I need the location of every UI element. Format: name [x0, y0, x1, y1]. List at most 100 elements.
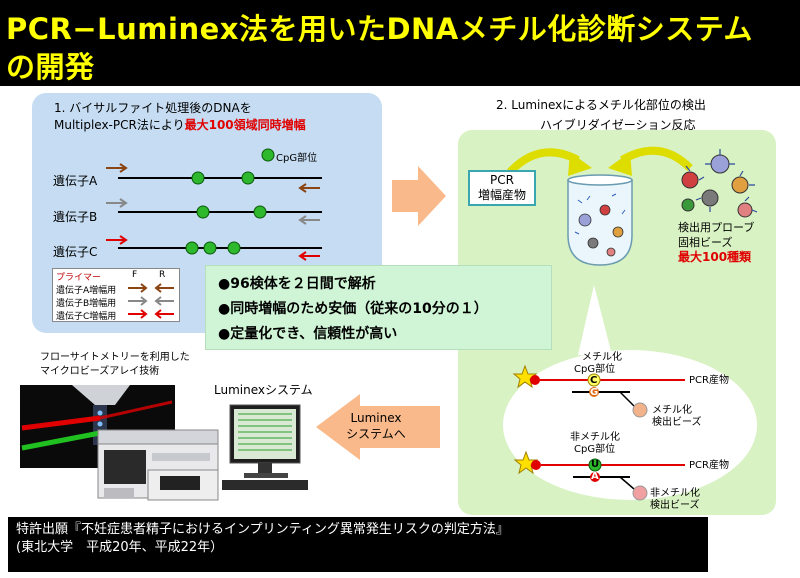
methyl-bead-label-line2: 検出ビーズ: [652, 417, 702, 428]
gene-a-label: 遺伝子A: [53, 174, 98, 188]
bubble-tail: [578, 285, 612, 355]
flow-nozzle: [72, 385, 130, 405]
flow-caption: フローサイトメトリーを利用した マイクロビーズアレイ技術: [40, 351, 190, 379]
patent-line1: 特許出願『不妊症患者精子におけるインプリンティング異常発生リスクの判定方法』: [16, 522, 509, 537]
probe-beads-icon: [681, 149, 758, 218]
cpg-site: [185, 241, 199, 255]
methyl-cpg-label-line2: CpG部位: [574, 364, 616, 375]
gene-c-forward-primer: [106, 235, 128, 245]
legend-col-f: F: [132, 270, 138, 280]
cpg-site: [191, 171, 205, 185]
letter-u: U: [591, 459, 600, 470]
probe-line1: 検出用プローブ: [678, 221, 755, 234]
patent-line2: (東北大学 平成20年、平成22年）: [16, 540, 224, 555]
pcr-box-line2: 増幅産物: [477, 188, 526, 202]
patent-note: 特許出願『不妊症患者精子におけるインプリンティング異常発生リスクの判定方法』 (…: [8, 517, 708, 572]
green-laser-beam: [21, 430, 101, 451]
methyl-detection-bead-icon: [632, 402, 648, 418]
probe-linker-unmethyl: [619, 476, 635, 490]
panel1-heading: 1. バイサルファイト処理後のDNAを Multiplex-PCR法により最大1…: [54, 100, 306, 134]
unmethyl-cpg-label-line1: 非メチル化: [570, 432, 620, 443]
page-title-line2: の開発: [6, 50, 95, 84]
legend-c-reverse-arrow: [154, 309, 174, 319]
feature-item-1: ●96検体を２日間で解析: [218, 276, 376, 292]
legend-a-forward-arrow: [128, 283, 148, 293]
probe-site-methyl: [589, 387, 599, 397]
pcr-product-box: PCR 増幅産物: [468, 170, 536, 206]
test-tube-rim: [567, 174, 633, 186]
legend-row-c: 遺伝子C増幅用: [56, 312, 117, 322]
legend-title: プライマー: [56, 273, 102, 283]
cpg-site: [241, 171, 255, 185]
gene-b-forward-primer: [106, 198, 128, 208]
pcr-product-label-2: PCR産物: [689, 460, 729, 471]
gene-c-reverse-primer: [298, 251, 320, 261]
letter-a: A: [591, 471, 599, 482]
methyl-cpg-label-line1: メチル化: [582, 352, 622, 363]
letter-c: C: [590, 375, 598, 386]
legend-b-forward-arrow: [128, 296, 148, 306]
legend-row-a: 遺伝子A増幅用: [56, 286, 117, 296]
curved-arrow-right: [619, 146, 693, 171]
luminex-instrument-icon: [97, 429, 219, 501]
unmethyl-detection-bead-icon: [632, 485, 648, 501]
gene-b-reverse-primer: [298, 215, 320, 225]
probe-bead-label: 検出用プローブ 固相ビーズ 最大100種類: [678, 220, 754, 265]
cpg-site-unmethyl: [588, 458, 602, 472]
probe-site-unmethyl: [590, 472, 600, 482]
detail-bubble: [503, 350, 757, 500]
cpg-site: [196, 205, 210, 219]
letter-g: G: [590, 387, 599, 398]
panel1-heading-prefix: Multiplex-PCR法により: [54, 118, 185, 132]
flow-caption-line1: フローサイトメトリーを利用した: [40, 352, 190, 363]
legend-col-r: R: [159, 270, 166, 280]
cpg-site: [203, 241, 217, 255]
luminex-arrow-left: [316, 394, 440, 460]
cpg-legend-dot: [261, 148, 275, 162]
legend-row-b: 遺伝子B増幅用: [56, 299, 117, 309]
legend-b-reverse-arrow: [154, 296, 174, 306]
red-laser-beam: [21, 415, 101, 431]
page-title-line1: PCR−Luminex法を用いたDNAメチル化診断システム: [6, 12, 753, 46]
cpg-site: [253, 205, 267, 219]
probe-linker-methyl: [619, 391, 635, 407]
panel1-heading-highlight: 最大100領域同時増幅: [184, 118, 306, 132]
curved-arrow-right-head: [608, 152, 632, 176]
fluorescent-label-star: [513, 450, 539, 475]
flow-arrow-right: [392, 166, 446, 226]
unmethyl-bead-label-line2: 検出ビーズ: [650, 500, 700, 511]
luminex-system-label: Luminexシステム: [214, 383, 313, 397]
computer-monitor-icon: [222, 404, 308, 490]
legend-a-reverse-arrow: [154, 283, 174, 293]
cpg-legend-label: CpG部位: [276, 153, 318, 164]
flow-caption-line2: マイクロビーズアレイ技術: [40, 366, 160, 377]
unmethyl-cpg-label-line2: CpG部位: [574, 444, 616, 455]
feature-list: ●96検体を２日間で解析 ●同時増幅のため安価（従来の10分の１） ●定量化でき…: [205, 265, 552, 350]
cpg-site: [227, 241, 241, 255]
panel2-heading: 2. Luminexによるメチル化部位の検出: [496, 98, 706, 112]
pcr-box-line1: PCR: [490, 173, 514, 187]
gene-a-reverse-primer: [298, 183, 320, 193]
gene-c-label: 遺伝子C: [53, 245, 98, 259]
gene-a-forward-primer: [106, 163, 128, 173]
bead-dot: [97, 410, 103, 416]
cpg-site-methyl: [587, 373, 601, 387]
pcr-product-label-1: PCR産物: [689, 375, 729, 386]
luminex-arrow-label: Luminex システムへ: [341, 410, 411, 442]
luminex-arrow-line2: システムへ: [346, 427, 406, 441]
feature-item-3: ●定量化でき、信頼性が高い: [218, 326, 398, 342]
tube-beads: [574, 193, 626, 257]
red-laser-beam-out: [99, 400, 173, 420]
curved-arrow-left-head: [568, 152, 592, 176]
panel1-heading-line1: 1. バイサルファイト処理後のDNAを: [54, 101, 252, 115]
test-tube-icon: [567, 179, 633, 266]
fluorophore-dot: [530, 375, 540, 385]
panel1-heading-line2: Multiplex-PCR法により最大100領域同時増幅: [54, 117, 306, 134]
bead-dot: [97, 421, 103, 427]
fluorophore-dot: [531, 460, 541, 470]
gene-b-label: 遺伝子B: [53, 210, 98, 224]
title-bar: PCR−Luminex法を用いたDNAメチル化診断システム の開発: [0, 0, 800, 86]
methyl-bead-label-line1: メチル化: [652, 405, 692, 416]
panel2-subheading: ハイブリダイゼーション反応: [540, 118, 696, 132]
